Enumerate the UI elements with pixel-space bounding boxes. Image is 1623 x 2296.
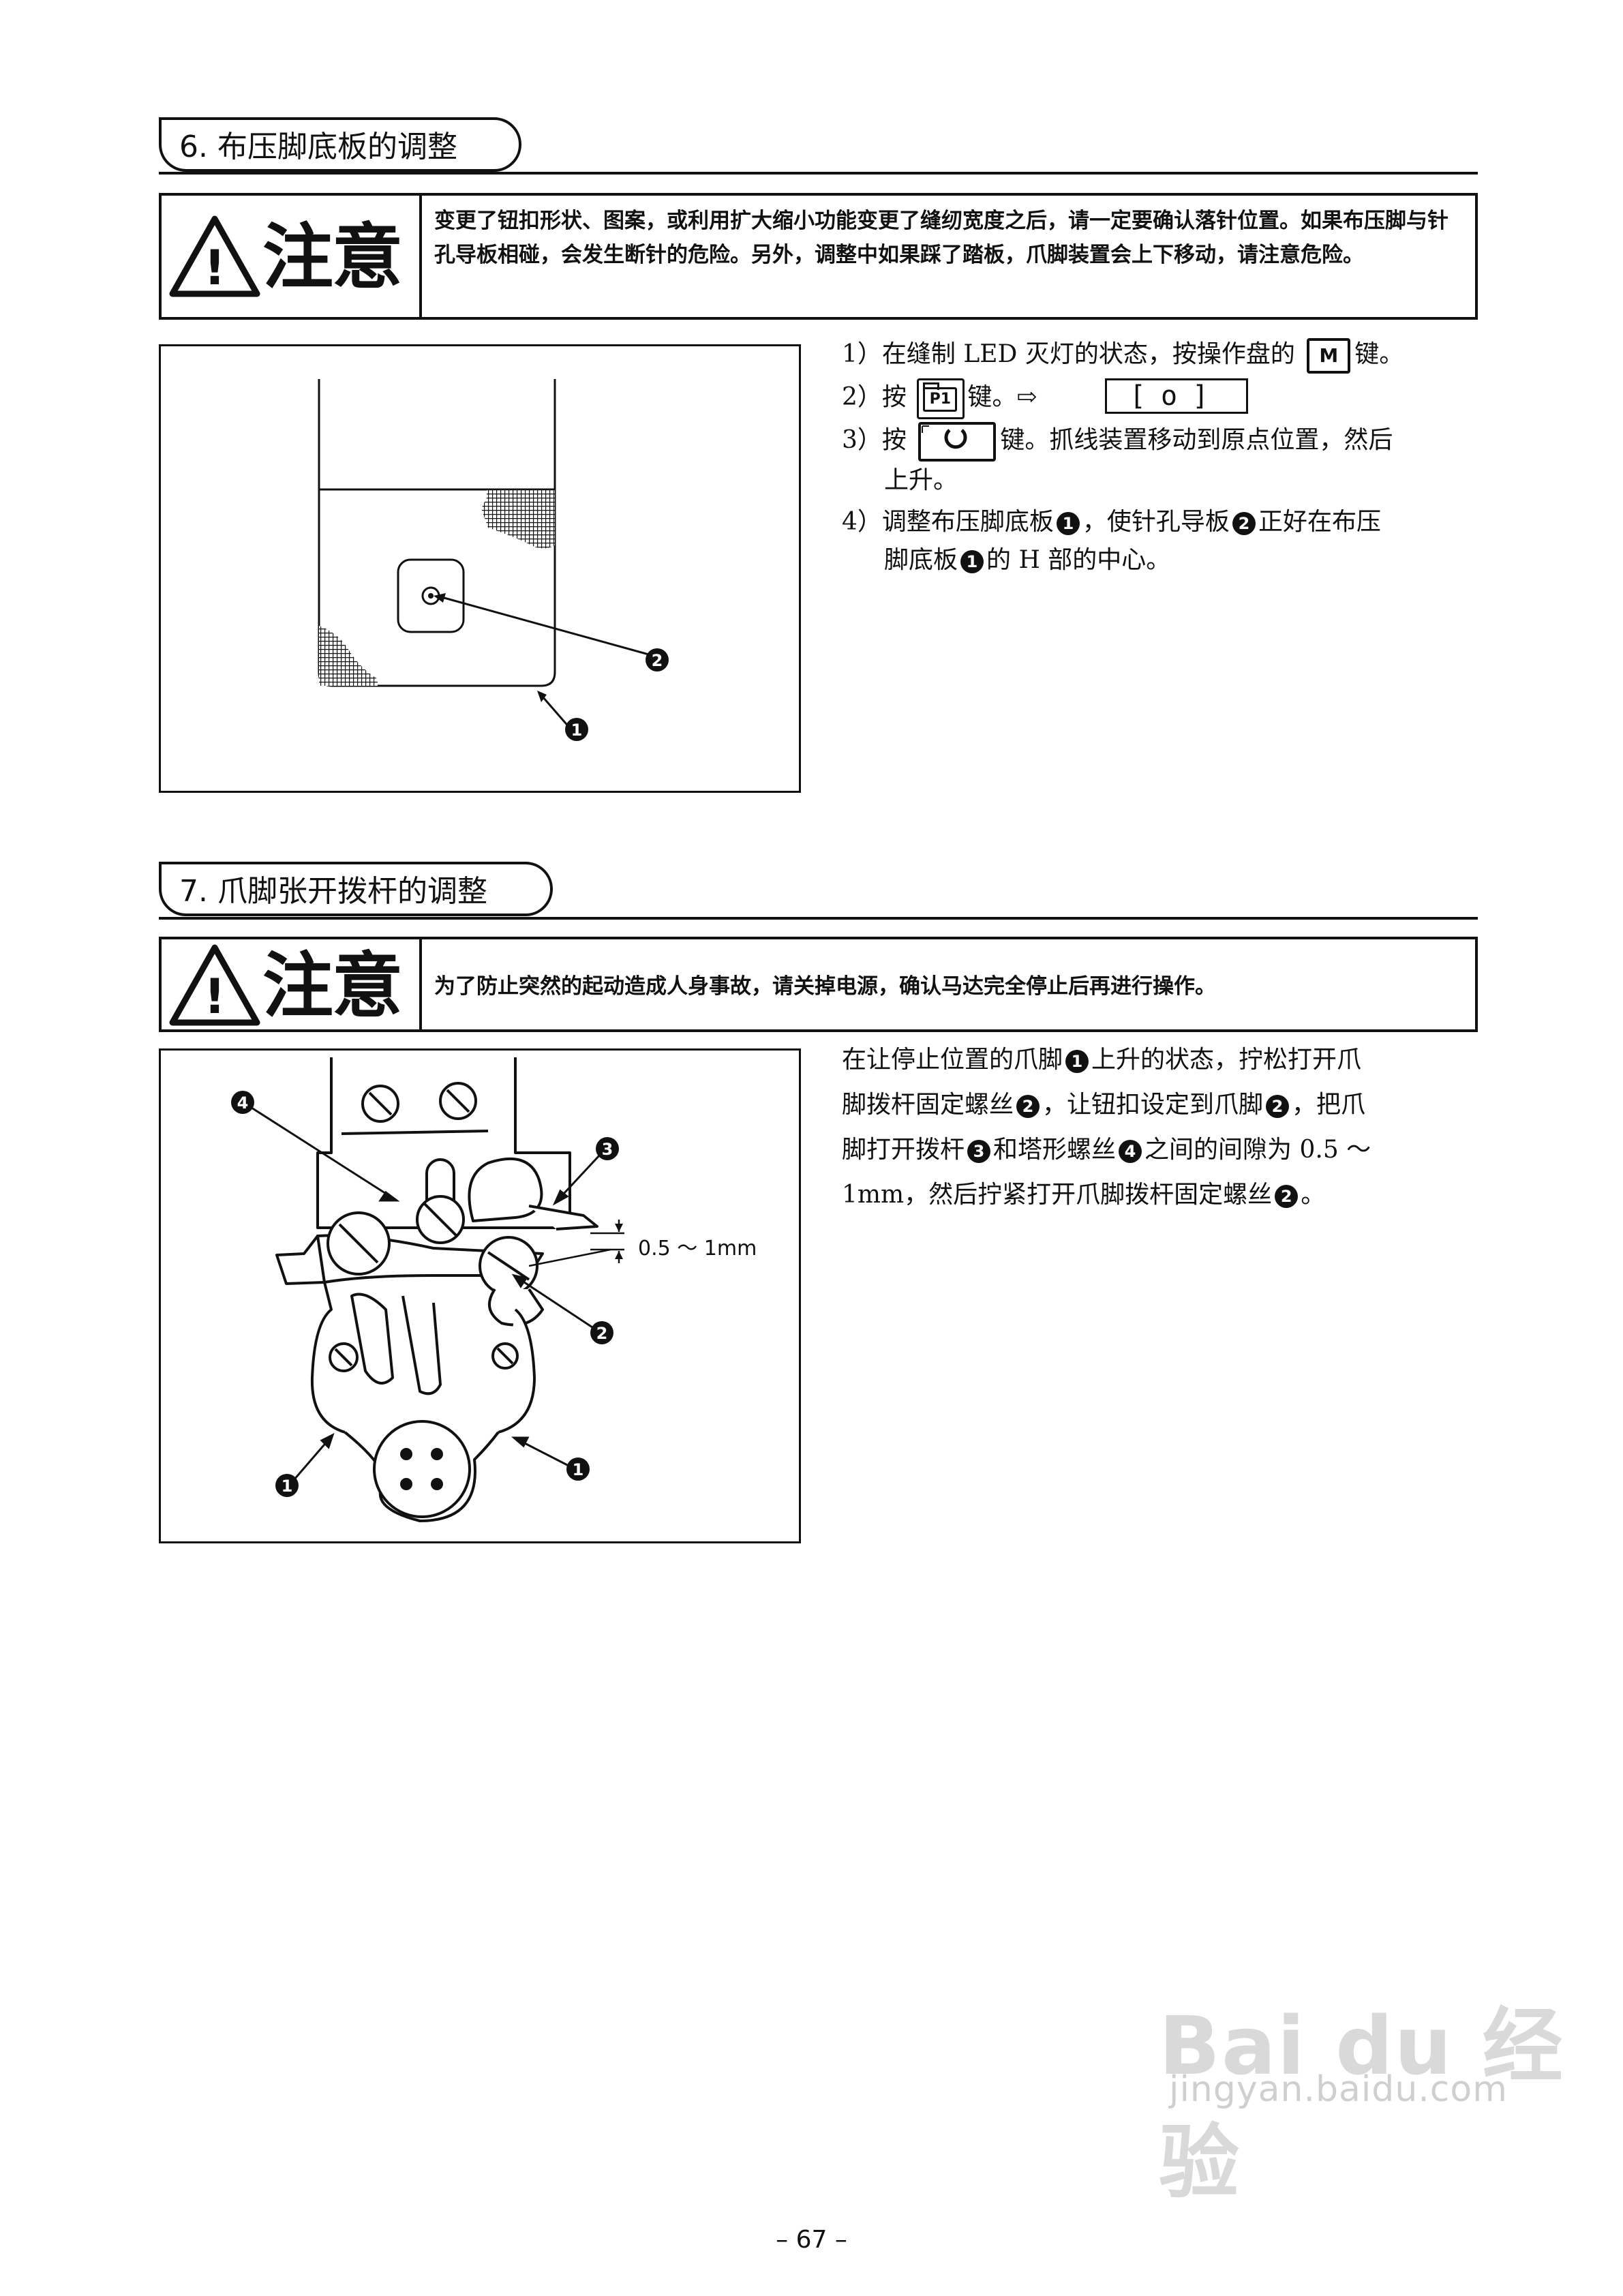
warning-triangle-icon: ! [169,215,260,297]
baidu-watermark-url: jingyan.baidu.com [1169,2069,1508,2110]
figure-presser-foot-plate: 2 1 [159,344,801,793]
callout-2b-label: 2 [596,1324,608,1343]
step-4-text-c: 正好在布压 [1258,508,1381,536]
presser-foot-plate-diagram: 2 1 [318,379,669,741]
para-marker-2b: 2 [1266,1095,1290,1118]
caution-text-7: 为了防止突然的起动造成人身事故，请关掉电源，确认马达完全停止后再进行操作。 [434,974,1216,999]
section-7-title-text: 7. 爪脚张开拨杆的调整 [179,874,487,909]
callout-3 [596,1137,619,1160]
callout-1-left [275,1474,299,1497]
step-4-text-d: 脚底板 [884,546,958,574]
section-7-rule [159,917,1478,920]
para-t6: 脚打开拨杆 [842,1136,965,1164]
m-key-icon: M [1307,338,1351,374]
section-6-title-text: 6. 布压脚底板的调整 [179,130,457,164]
callout-1-left-label: 1 [282,1477,293,1496]
step-4-text-a: 调整布压脚底板 [881,508,1054,536]
section-6-title: 6. 布压脚底板的调整 [159,117,521,172]
origin-key-icon [918,422,997,462]
callout-2-label: 2 [652,651,663,670]
callout-2 [646,648,669,671]
marker-1: 1 [1056,512,1080,535]
para-marker-2c: 2 [1275,1185,1299,1208]
caution-text: 变更了钮扣形状、图案，或利用扩大缩小功能变更了缝纫宽度之后，请一定要确认落针位置… [434,209,1448,267]
caution-box-6: ! 注意 变更了钮扣形状、图案，或利用扩大缩小功能变更了缝纫宽度之后，请一定要确… [159,193,1478,320]
callout-1-label: 1 [571,721,583,740]
figure-claw-lever: 0.5 ～ 1mm 4 3 2 1 1 [159,1048,801,1543]
step-1-number: 1） [842,340,882,368]
callout-4-label: 4 [237,1093,249,1113]
para-t10: 。 [1301,1181,1326,1209]
para-marker-4: 4 [1119,1140,1142,1163]
para-t2: 上升的状态，拧松打开爪 [1091,1046,1362,1074]
step-3-text-b: 键。抓线装置移动到原点位置，然后 [1000,426,1393,454]
para-t5: ，把爪 [1292,1091,1366,1119]
caution-box-7: ! 注意 为了防止突然的起动造成人身事故，请关掉电源，确认马达完全停止后再进行操… [159,937,1478,1032]
folder-tab-icon [923,382,940,390]
step-1-text-a: 在缝制 LED 灭灯的状态，按操作盘的 [881,340,1295,368]
caution-label-7: 注意 [262,944,403,1027]
warning-triangle-icon-7: ! [169,944,260,1026]
para-t1: 在让停止位置的爪脚 [842,1046,1063,1074]
callout-1 [565,718,588,741]
step-1: 1）在缝制 LED 灭灯的状态，按操作盘的 M 键。 [842,335,1483,374]
step-2-text-b: 键。⇨ [967,383,1037,411]
step-2: 2）按 P1 键。⇨ [o] [842,378,1483,419]
step-4-text-b: ，使针孔导板 [1082,508,1230,536]
svg-text:!: ! [204,969,226,1025]
step-3-text-c: 上升。 [884,466,958,494]
p1-key-icon: P1 [917,378,965,419]
step-3-number: 3） [842,426,882,454]
p1-key-label: P1 [923,387,958,412]
caution-badge: ! 注意 [162,196,422,317]
callout-1-right [566,1457,590,1481]
para-marker-2: 2 [1016,1095,1040,1118]
step-1-text-b: 键。 [1354,340,1404,368]
gap-label: 0.5 ～ 1mm [638,1237,757,1260]
step-2-number: 2） [842,383,882,411]
svg-text:!: ! [204,240,226,296]
page-number: – 67 – [776,2226,847,2254]
callout-3-label: 3 [602,1140,613,1159]
para-t9: 1mm，然后拧紧打开爪脚拨杆固定螺丝 [842,1181,1273,1209]
m-key-label: M [1319,344,1339,367]
marker-1b: 1 [960,550,984,573]
baidu-watermark-logo: Bai du 经验 [1159,1999,1564,2209]
para-t8: 之间的间隙为 0.5 ～ [1144,1136,1371,1164]
callout-1-right-label: 1 [573,1460,584,1479]
section-7-title: 7. 爪脚张开拨杆的调整 [159,862,553,916]
callout-2b [590,1321,613,1344]
step-2-text-a: 按 [881,383,907,411]
para-t4: ，让钮扣设定到爪脚 [1042,1091,1264,1119]
para-t7: 和塔形螺丝 [993,1136,1117,1164]
caution-label: 注意 [262,215,403,299]
lcd-display-text: [o] [1129,380,1224,412]
step-3-text-a: 按 [881,426,907,454]
lcd-display: [o] [1105,378,1248,414]
marker-2: 2 [1232,512,1256,535]
step-3: 3）按 键。抓线装置移动到原点位置，然后 上升。 [842,421,1483,500]
claw-lever-diagram: 0.5 ～ 1mm 4 3 2 1 1 [231,1057,757,1522]
caution-badge-7: ! 注意 [162,939,422,1029]
para-marker-3: 3 [967,1140,991,1163]
section-6-rule [159,172,1478,175]
para-marker-1: 1 [1065,1050,1089,1073]
step-4-text-e: 的 H 部的中心。 [986,546,1171,574]
callout-4 [231,1091,254,1114]
step-4-number: 4） [842,508,882,536]
para-t3: 脚拨杆固定螺丝 [842,1091,1014,1119]
